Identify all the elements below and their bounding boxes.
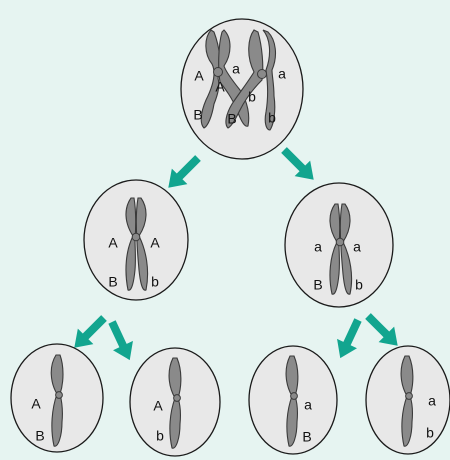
bottom-cell: A b — [129, 347, 221, 457]
allele-label: B — [227, 111, 236, 127]
allele-label: A — [194, 68, 204, 84]
centromere — [257, 69, 267, 79]
allele-label: b — [355, 277, 363, 293]
allele-label: B — [302, 429, 311, 445]
allele-label: B — [108, 274, 117, 290]
middle-right-cell: a a B b — [284, 182, 394, 308]
allele-label: A — [153, 398, 163, 414]
centromere — [290, 392, 298, 400]
chromatid — [50, 354, 64, 447]
centromere — [405, 392, 413, 400]
bottom-cell: A B — [10, 343, 104, 453]
allele-label: A — [215, 79, 225, 95]
chromatid — [400, 355, 414, 447]
chromatid — [168, 357, 182, 449]
bottom-cell: a b — [365, 345, 450, 455]
top-cell: A a A a b B B b — [180, 18, 304, 160]
bottom-cell: a B — [248, 345, 338, 455]
allele-label: b — [151, 274, 159, 290]
allele-label: a — [353, 239, 361, 255]
chromatid — [285, 355, 299, 447]
chromatid — [125, 197, 137, 291]
centromere — [213, 67, 223, 77]
allele-label: b — [156, 428, 164, 444]
chromatid — [225, 29, 264, 129]
centromere — [173, 394, 181, 402]
allele-label: B — [35, 428, 44, 444]
allele-label: A — [150, 235, 160, 251]
allele-label: b — [426, 425, 434, 441]
allele-label: b — [248, 89, 256, 105]
allele-label: a — [232, 61, 240, 77]
allele-label: a — [304, 397, 312, 413]
middle-left-cell: A A B b — [83, 179, 189, 301]
chromatid — [135, 197, 149, 291]
teal-arrow-icon — [160, 150, 206, 196]
allele-label: B — [193, 107, 202, 123]
allele-label: A — [108, 235, 118, 251]
allele-label: a — [314, 239, 322, 255]
teal-arrow-icon — [276, 142, 322, 188]
allele-label: B — [313, 277, 322, 293]
allele-label: a — [428, 393, 436, 409]
allele-label: A — [31, 396, 41, 412]
allele-label: a — [278, 66, 286, 82]
allele-label: b — [268, 110, 276, 126]
centromere — [55, 391, 63, 399]
centromere — [131, 232, 141, 242]
chromatid — [200, 29, 221, 129]
centromere — [335, 237, 345, 247]
teal-arrow-icon — [102, 317, 140, 365]
teal-arrow-icon — [330, 315, 368, 363]
chromatid — [262, 29, 277, 131]
